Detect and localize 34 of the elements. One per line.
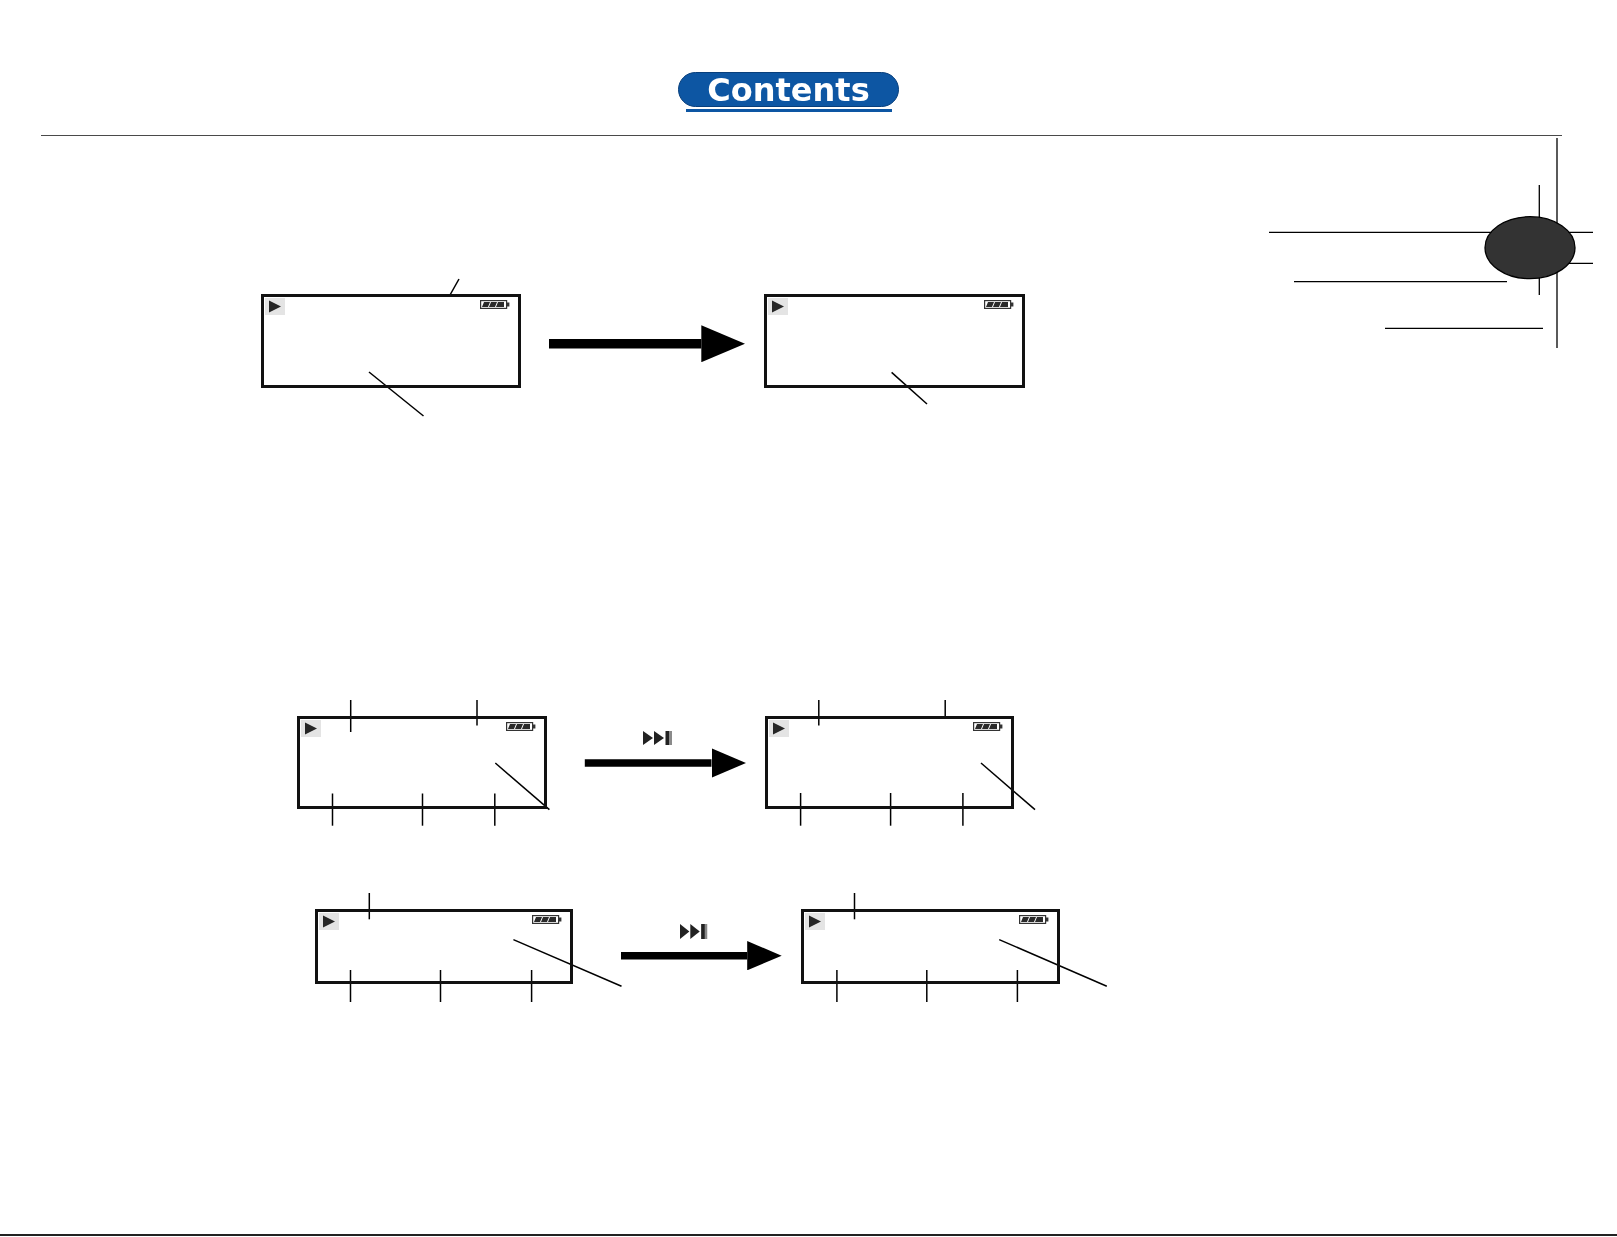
lcd-screen — [764, 294, 1025, 388]
leader-line — [944, 699, 946, 718]
leader-line — [836, 969, 838, 1003]
leader-line — [926, 969, 928, 1003]
lcd-screen — [315, 909, 573, 984]
leader-line — [818, 699, 820, 727]
leader-line — [998, 938, 1108, 987]
leader-line — [368, 371, 425, 417]
leader-line — [449, 278, 460, 296]
leader-line — [962, 792, 964, 827]
leader-line — [494, 792, 496, 827]
leader-line — [512, 938, 623, 987]
leader-line — [1016, 969, 1019, 1003]
lcd-screen — [297, 716, 547, 809]
leader-line — [331, 792, 334, 827]
leader-line — [349, 969, 352, 1003]
leader-line — [421, 792, 424, 827]
lcd-screen — [765, 716, 1014, 809]
leader-line — [349, 699, 352, 733]
leader-line — [530, 969, 533, 1003]
arrow — [584, 748, 746, 778]
leader-line — [439, 969, 442, 1003]
leader-line — [494, 762, 551, 811]
leader-line — [889, 792, 892, 827]
lcd-screen — [261, 294, 521, 388]
leader-line — [368, 892, 371, 921]
arrow — [549, 325, 745, 363]
leader-line — [799, 792, 802, 827]
leader-line — [980, 762, 1036, 811]
contents-button: Contents — [678, 72, 899, 107]
leader-line — [853, 892, 856, 921]
lcd-screen — [801, 909, 1060, 984]
leader-line — [476, 699, 478, 727]
leader-line — [890, 371, 928, 405]
